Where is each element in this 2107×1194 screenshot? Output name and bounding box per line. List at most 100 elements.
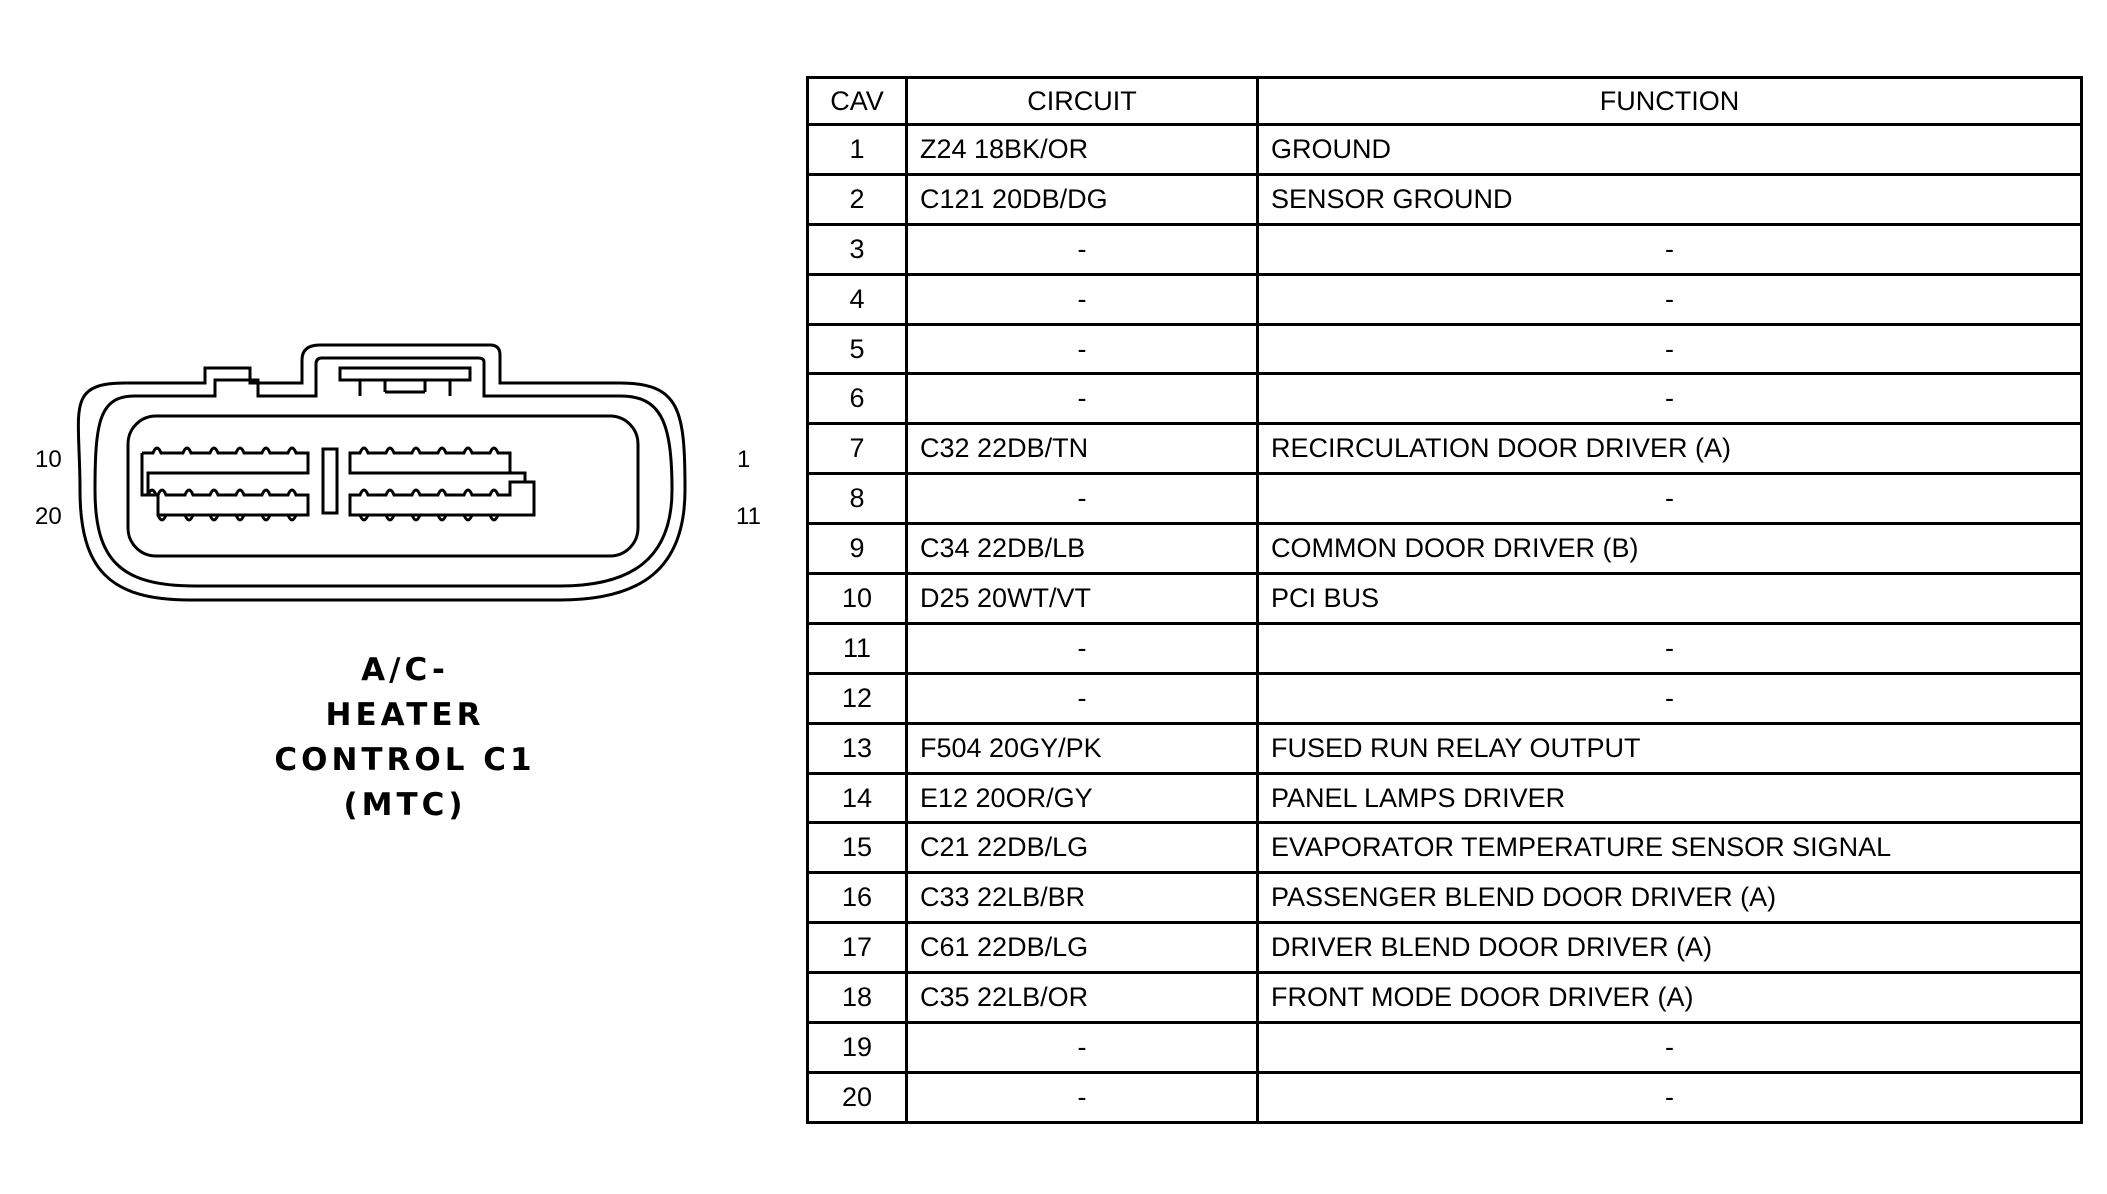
circuit-cell: Z24 18BK/OR xyxy=(905,123,1259,176)
function-cell: - xyxy=(1256,621,2083,675)
function-cell: FRONT MODE DOOR DRIVER (A) xyxy=(1256,971,2083,1025)
table-row: 20-- xyxy=(806,1070,2083,1125)
circuit-cell: C34 22DB/LB xyxy=(905,522,1259,576)
connector-title: A/C- HEATER CONTROL C1 (MTC) xyxy=(230,648,580,828)
cavity-group-right xyxy=(348,446,536,522)
function-cell: RECIRCULATION DOOR DRIVER (A) xyxy=(1256,422,2083,476)
cav-cell: 13 xyxy=(806,721,908,775)
cav-cell: 12 xyxy=(806,671,908,725)
connector-outer-shell xyxy=(76,343,687,602)
table-header-row: CAV CIRCUIT FUNCTION xyxy=(806,76,2083,126)
table-row: 5-- xyxy=(806,322,2083,376)
circuit-cell: - xyxy=(905,222,1259,276)
circuit-cell: - xyxy=(905,472,1259,526)
circuit-cell: C33 22LB/BR xyxy=(905,871,1259,925)
circuit-cell: - xyxy=(905,671,1259,725)
table-row: 3-- xyxy=(806,222,2083,276)
function-cell: COMMON DOOR DRIVER (B) xyxy=(1256,522,2083,576)
circuit-cell: F504 20GY/PK xyxy=(905,721,1259,775)
function-cell: - xyxy=(1256,472,2083,526)
cav-cell: 17 xyxy=(806,921,908,975)
function-cell: GROUND xyxy=(1256,123,2083,176)
cav-cell: 19 xyxy=(806,1021,908,1074)
cav-cell: 20 xyxy=(806,1070,908,1125)
circuit-cell: - xyxy=(905,621,1259,675)
connector-face-diagram xyxy=(76,343,687,602)
column-header-cav: CAV xyxy=(806,76,908,126)
circuit-cell: - xyxy=(905,1070,1259,1125)
column-header-circuit: CIRCUIT xyxy=(905,76,1259,126)
connector-inner-shell xyxy=(93,356,674,588)
circuit-cell: C61 22DB/LG xyxy=(905,921,1259,975)
function-cell: SENSOR GROUND xyxy=(1256,172,2083,226)
circuit-cell: - xyxy=(905,372,1259,426)
cav-cell: 8 xyxy=(806,472,908,526)
function-cell: - xyxy=(1256,372,2083,426)
table-row: 4-- xyxy=(806,272,2083,326)
connector-title-line: CONTROL C1 xyxy=(274,742,536,778)
function-cell: PCI BUS xyxy=(1256,572,2083,625)
table-row: 11-- xyxy=(806,621,2083,675)
function-cell: - xyxy=(1256,1070,2083,1125)
function-cell: - xyxy=(1256,671,2083,725)
cav-cell: 14 xyxy=(806,771,908,825)
cav-cell: 16 xyxy=(806,871,908,925)
column-header-function: FUNCTION xyxy=(1256,76,2083,126)
cav-cell: 4 xyxy=(806,272,908,326)
function-cell: - xyxy=(1256,322,2083,376)
table-row: 6-- xyxy=(806,372,2083,426)
circuit-cell: C121 20DB/DG xyxy=(905,172,1259,226)
cav-cell: 2 xyxy=(806,172,908,226)
connector-title-line: (MTC) xyxy=(343,787,467,823)
circuit-cell: - xyxy=(905,272,1259,326)
circuit-cell: C32 22DB/TN xyxy=(905,422,1259,476)
cavity-group-left xyxy=(140,446,310,522)
cav-cell: 18 xyxy=(806,971,908,1025)
connector-title-line: A/C- xyxy=(361,652,449,688)
function-cell: FUSED RUN RELAY OUTPUT xyxy=(1256,721,2083,775)
pin-label-11: 11 xyxy=(736,503,761,530)
function-cell: PANEL LAMPS DRIVER xyxy=(1256,771,2083,825)
table-row: 19-- xyxy=(806,1021,2083,1074)
table-row: 8-- xyxy=(806,472,2083,526)
circuit-cell: D25 20WT/VT xyxy=(905,572,1259,625)
cav-cell: 5 xyxy=(806,322,908,376)
latch-detail xyxy=(338,366,472,396)
circuit-cell: - xyxy=(905,322,1259,376)
circuit-cell: C21 22DB/LG xyxy=(905,821,1259,875)
circuit-cell: C35 22LB/OR xyxy=(905,971,1259,1025)
table-row: 12-- xyxy=(806,671,2083,725)
pin-label-20: 20 xyxy=(35,503,62,530)
cav-cell: 7 xyxy=(806,422,908,476)
pin-label-10: 10 xyxy=(35,446,62,473)
connector-title-line: HEATER xyxy=(325,697,485,733)
cav-cell: 15 xyxy=(806,821,908,875)
cav-cell: 10 xyxy=(806,572,908,625)
center-key-slot xyxy=(321,447,339,515)
function-cell: DRIVER BLEND DOOR DRIVER (A) xyxy=(1256,921,2083,975)
cav-cell: 11 xyxy=(806,621,908,675)
pin-label-1: 1 xyxy=(737,446,751,473)
function-cell: EVAPORATOR TEMPERATURE SENSOR SIGNAL xyxy=(1256,821,2083,875)
circuit-cell: - xyxy=(905,1021,1259,1074)
cav-cell: 9 xyxy=(806,522,908,576)
cavity-block-outline xyxy=(126,414,640,558)
cav-cell: 3 xyxy=(806,222,908,276)
function-cell: - xyxy=(1256,222,2083,276)
function-cell: PASSENGER BLEND DOOR DRIVER (A) xyxy=(1256,871,2083,925)
function-cell: - xyxy=(1256,1021,2083,1074)
function-cell: - xyxy=(1256,272,2083,326)
cav-cell: 6 xyxy=(806,372,908,426)
